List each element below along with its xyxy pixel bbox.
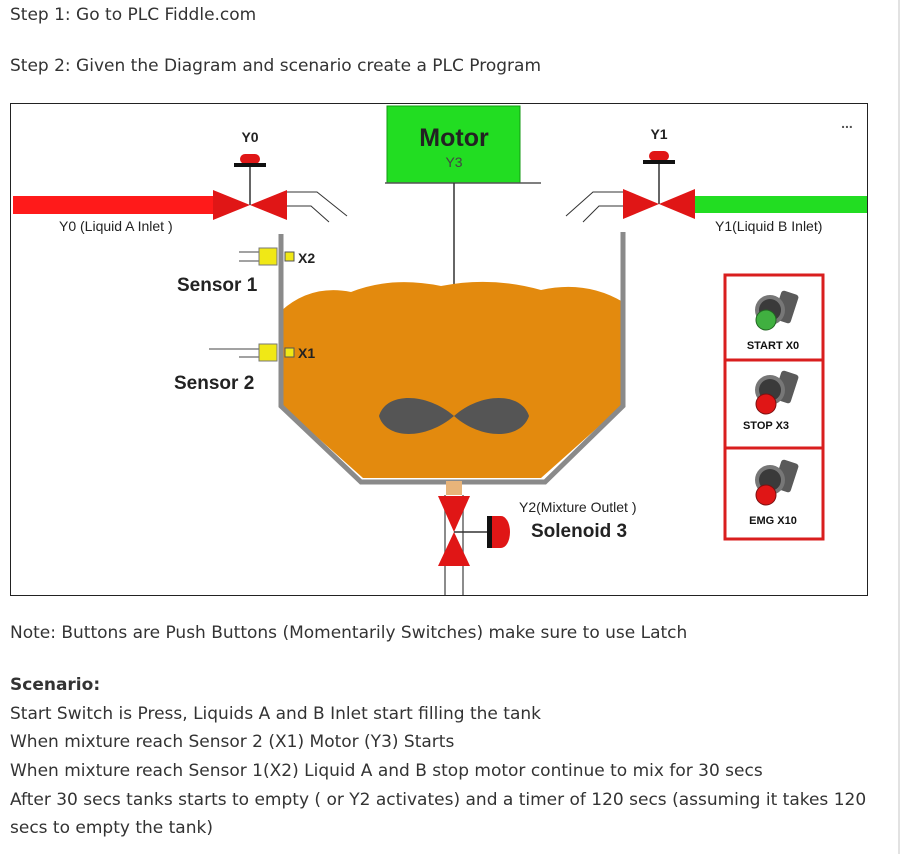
valve-y1-body-left [623, 189, 659, 219]
sensor-2-code: X1 [298, 345, 315, 361]
sensor-2-label: Sensor 2 [174, 373, 254, 394]
stop-button-label: STOP X3 [743, 420, 789, 432]
motor-code: Y3 [445, 154, 462, 170]
note-text: Note: Buttons are Push Buttons (Momentar… [10, 623, 688, 643]
scenario-line: When mixture reach Sensor 1(X2) Liquid A… [10, 761, 763, 781]
scenario-heading: Scenario: [10, 675, 101, 695]
more-options-icon[interactable]: ... [841, 115, 853, 131]
mixer-blade-left [379, 398, 454, 434]
plc-tank-diagram: Motor Y3 Y0 Y0 (Liquid A Inlet ) Y1 Y1(L… [10, 103, 868, 596]
valve-y1-actuator [649, 151, 669, 161]
step-2-text: Step 2: Given the Diagram and scenario c… [10, 56, 542, 76]
diagram-canvas: Motor Y3 Y0 Y0 (Liquid A Inlet ) Y1 Y1(L… [13, 105, 867, 595]
page-scrollbar[interactable] [898, 0, 900, 854]
stop-button-icon [755, 370, 799, 415]
solenoid-label: Solenoid 3 [531, 521, 627, 542]
outlet-valve-upper [438, 496, 470, 532]
solenoid-actuator [492, 516, 510, 548]
scenario-line: Start Switch is Press, Liquids A and B I… [10, 704, 541, 724]
liquid-b-pipe [691, 196, 867, 213]
mixture-outlet-label: Y2(Mixture Outlet ) [519, 499, 636, 515]
motor-title: Motor [419, 124, 489, 152]
valve-y0-body-left [213, 190, 250, 220]
emergency-button-icon [755, 459, 799, 506]
valve-y1-body-right [659, 189, 695, 219]
start-button-label: START X0 [747, 340, 799, 352]
liquid-a-inlet-label: Y0 (Liquid A Inlet ) [59, 218, 173, 234]
liquid-a-pipe [13, 196, 213, 214]
start-button-icon [755, 290, 799, 331]
valve-y0-label: Y0 [241, 129, 258, 145]
valve-y0-actuator [240, 154, 260, 164]
outlet-valve-lower [438, 532, 470, 566]
emergency-button-label: EMG X10 [749, 515, 797, 527]
mixer-blade-right [454, 398, 529, 434]
sensor-1-body [258, 247, 278, 266]
liquid-b-inlet-label: Y1(Liquid B Inlet) [715, 218, 822, 234]
scenario-line: After 30 secs tanks starts to empty ( or… [10, 790, 867, 810]
scenario-line: secs to empty the tank) [10, 818, 213, 838]
scenario-line: When mixture reach Sensor 2 (X1) Motor (… [10, 732, 455, 752]
sensor-1-code: X2 [298, 250, 315, 266]
tank-liquid [281, 281, 623, 478]
sensor-2-body [258, 343, 278, 362]
valve-y1-label: Y1 [650, 126, 667, 142]
outlet-pipe-connector [446, 481, 462, 495]
valve-y0-body-right [250, 190, 287, 220]
step-1-text: Step 1: Go to PLC Fiddle.com [10, 5, 257, 25]
sensor-1-label: Sensor 1 [177, 275, 258, 296]
